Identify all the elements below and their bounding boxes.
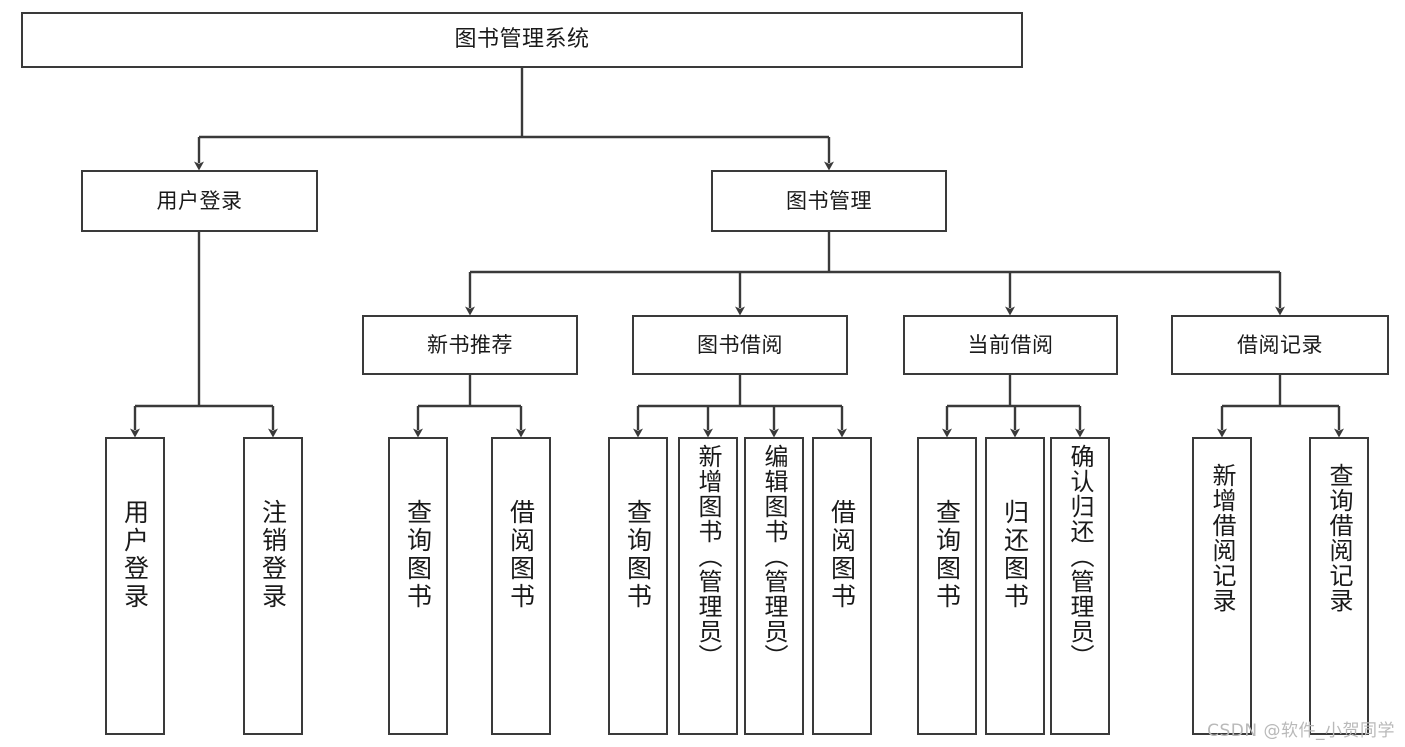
edges-book-manage-to-level2 bbox=[465, 232, 1285, 316]
node-leaf-add-borrow-record[interactable]: 新增借阅记录 bbox=[1192, 437, 1252, 735]
node-label: 借阅图书 bbox=[827, 499, 857, 611]
node-label: 图书管理 bbox=[786, 188, 872, 213]
node-leaf-logout-login[interactable]: 注销登录 bbox=[243, 437, 303, 735]
node-current-borrow[interactable]: 当前借阅 bbox=[903, 315, 1118, 375]
node-leaf-borrow-book-1[interactable]: 借阅图书 bbox=[491, 437, 551, 735]
node-label: 查询借阅记录 bbox=[1325, 463, 1353, 613]
node-leaf-user-login[interactable]: 用户登录 bbox=[105, 437, 165, 735]
node-label: 借阅图书 bbox=[506, 499, 536, 611]
node-label: 借阅记录 bbox=[1237, 332, 1323, 357]
node-label: 编辑图书（管理员） bbox=[760, 444, 788, 669]
node-label: 查询图书 bbox=[623, 499, 653, 611]
node-user-login[interactable]: 用户登录 bbox=[81, 170, 318, 232]
node-label: 用户登录 bbox=[120, 499, 150, 611]
edges-current-borrow-to-leaves bbox=[942, 375, 1085, 438]
node-book-manage[interactable]: 图书管理 bbox=[711, 170, 947, 232]
node-label: 查询图书 bbox=[403, 499, 433, 611]
node-leaf-confirm-return-admin[interactable]: 确认归还（管理员） bbox=[1050, 437, 1110, 735]
node-root-book-management-system[interactable]: 图书管理系统 bbox=[21, 12, 1023, 68]
node-leaf-query-borrow-record[interactable]: 查询借阅记录 bbox=[1309, 437, 1369, 735]
node-borrow-record[interactable]: 借阅记录 bbox=[1171, 315, 1389, 375]
csdn-watermark: CSDN @软件_小贺同学 bbox=[1207, 721, 1395, 741]
node-leaf-query-book-1[interactable]: 查询图书 bbox=[388, 437, 448, 735]
node-label: 图书借阅 bbox=[697, 332, 783, 357]
edges-new-book-recommend-to-leaves bbox=[413, 375, 526, 438]
node-leaf-borrow-book-2[interactable]: 借阅图书 bbox=[812, 437, 872, 735]
node-label: 新增图书（管理员） bbox=[694, 444, 722, 669]
node-label: 图书管理系统 bbox=[454, 27, 590, 53]
node-leaf-query-book-3[interactable]: 查询图书 bbox=[917, 437, 977, 735]
node-label: 当前借阅 bbox=[967, 332, 1054, 357]
node-new-book-recommend[interactable]: 新书推荐 bbox=[362, 315, 578, 375]
node-leaf-query-book-2[interactable]: 查询图书 bbox=[608, 437, 668, 735]
edges-book-borrow-to-leaves bbox=[633, 375, 847, 438]
node-label: 新书推荐 bbox=[427, 332, 513, 357]
node-leaf-return-book[interactable]: 归还图书 bbox=[985, 437, 1045, 735]
node-leaf-add-book-admin[interactable]: 新增图书（管理员） bbox=[678, 437, 738, 735]
edges-borrow-record-to-leaves bbox=[1217, 375, 1344, 438]
edges-root-to-level1 bbox=[194, 68, 834, 171]
node-label: 查询图书 bbox=[932, 499, 962, 611]
node-label: 确认归还（管理员） bbox=[1066, 444, 1094, 669]
edges-user-login-to-leaves bbox=[130, 232, 278, 438]
node-leaf-edit-book-admin[interactable]: 编辑图书（管理员） bbox=[744, 437, 804, 735]
node-label: 归还图书 bbox=[1000, 499, 1030, 611]
node-label: 用户登录 bbox=[156, 188, 243, 213]
node-label: 新增借阅记录 bbox=[1208, 463, 1236, 613]
node-label: 注销登录 bbox=[258, 499, 288, 611]
node-book-borrow[interactable]: 图书借阅 bbox=[632, 315, 848, 375]
